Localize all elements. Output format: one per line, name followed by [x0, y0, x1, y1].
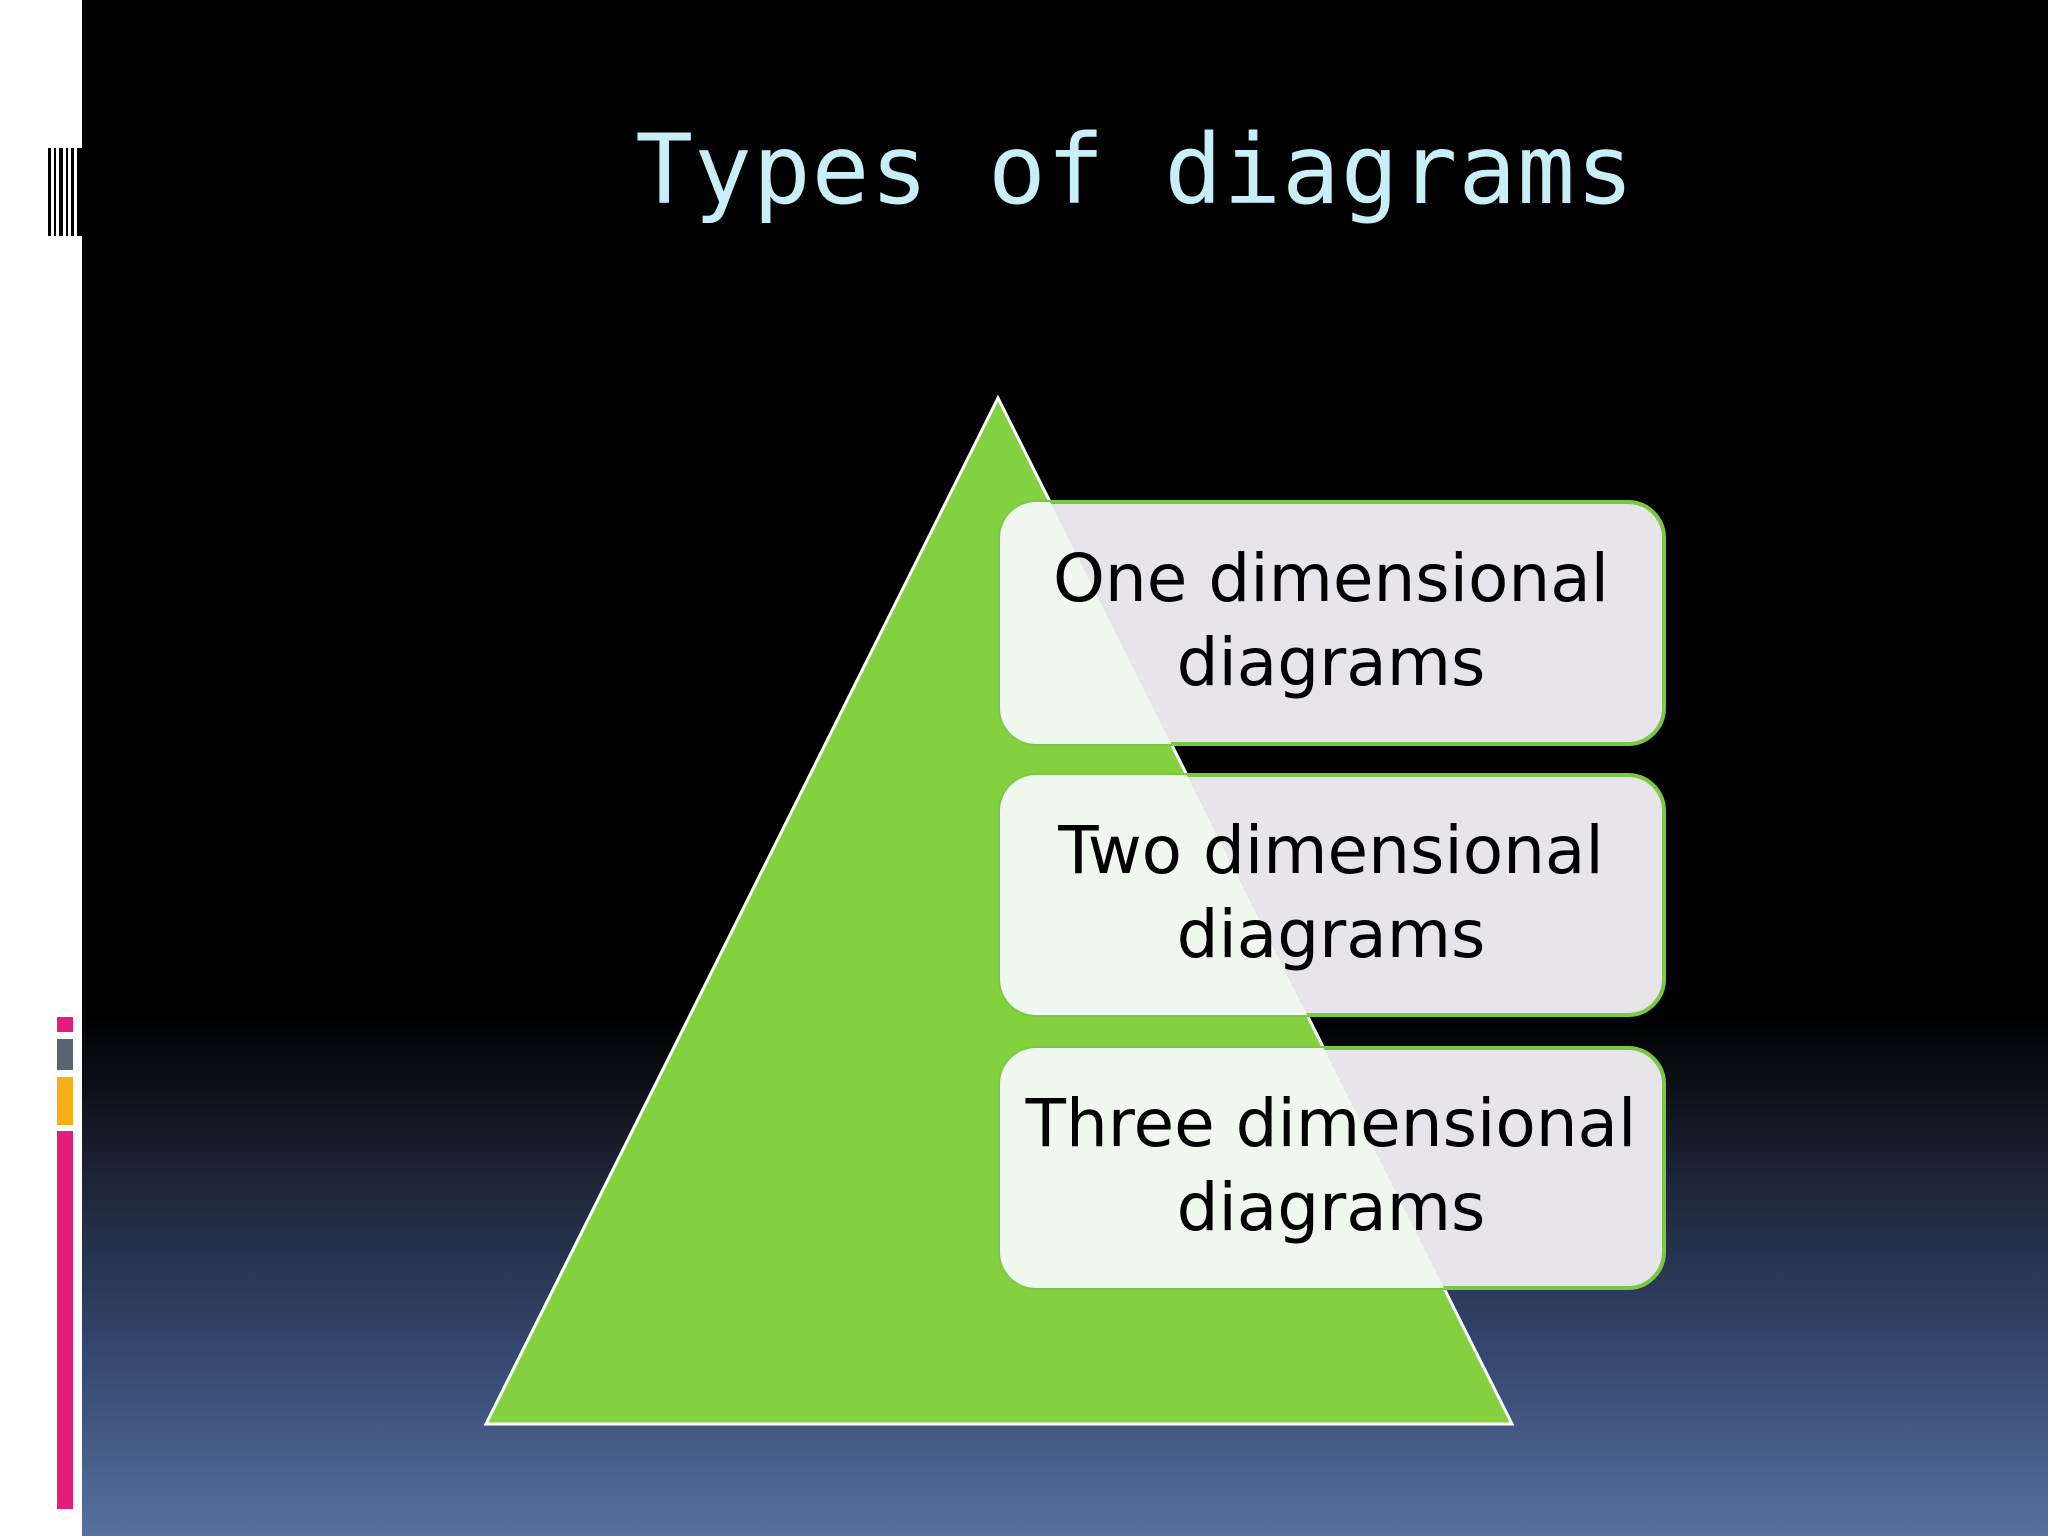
level-1-line-1: One dimensional	[1053, 540, 1609, 617]
level-1-line-2: diagrams	[1177, 624, 1486, 701]
slide-title: Types of diagrams	[635, 114, 1635, 226]
level-3-box: Three dimensional diagrams	[998, 1046, 1666, 1290]
accent-pink-long	[57, 1131, 73, 1509]
accent-pink-small	[57, 1017, 73, 1032]
level-1-box: One dimensional diagrams	[998, 500, 1666, 746]
level-3-line-2: diagrams	[1177, 1169, 1486, 1246]
level-2-box: Two dimensional diagrams	[998, 773, 1666, 1017]
accent-gray	[57, 1039, 73, 1070]
level-2-line-2: diagrams	[1177, 896, 1486, 973]
left-margin-strip	[0, 0, 82, 1536]
barcode-decoration	[48, 148, 82, 236]
accent-orange	[57, 1077, 73, 1125]
level-2-line-1: Two dimensional	[1057, 812, 1603, 889]
level-3-line-1: Three dimensional	[1025, 1085, 1637, 1162]
